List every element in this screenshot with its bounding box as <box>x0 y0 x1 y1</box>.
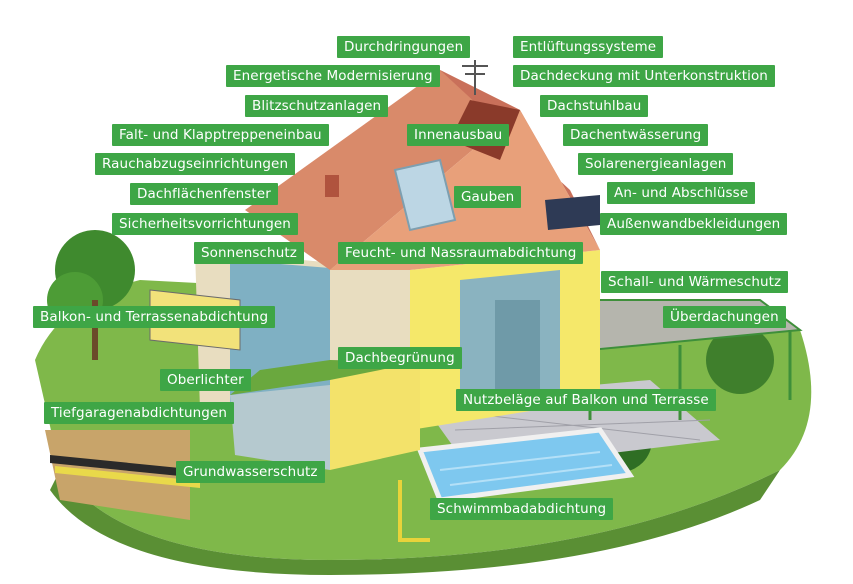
lawn-shade <box>50 470 780 575</box>
label-balkon-terrassenabdichtung: Balkon- und Terrassenabdichtung <box>33 306 276 328</box>
garage-sealing <box>50 455 200 478</box>
label-solarenergie: Solarenergieanlagen <box>578 153 734 175</box>
label-nutzbelaege: Nutzbeläge auf Balkon und Terrasse <box>456 389 716 411</box>
dormer <box>393 158 457 232</box>
roof-left <box>245 70 520 270</box>
label-energetische-modernisierung: Energetische Modernisierung <box>226 65 440 87</box>
label-innenausbau: Innenausbau <box>407 124 510 146</box>
label-ueberdachungen: Überdachungen <box>663 306 786 328</box>
label-entlueftungssysteme: Entlüftungssysteme <box>513 36 664 58</box>
label-sonnenschutz: Sonnenschutz <box>194 242 304 264</box>
tree-right <box>706 326 774 394</box>
label-falt-klapptreppe: Falt- und Klapptreppeneinbau <box>112 124 329 146</box>
label-dachstuhlbau: Dachstuhlbau <box>540 95 649 117</box>
label-schall-waermeschutz: Schall- und Wärmeschutz <box>601 271 789 293</box>
label-an-abschluesse: An- und Abschlüsse <box>607 182 756 204</box>
label-tiefgaragenabdichtungen: Tiefgaragenabdichtungen <box>44 402 235 424</box>
label-dachbegruenung: Dachbegrünung <box>338 347 462 369</box>
garage-sealing-yellow <box>55 466 200 488</box>
solar-panel <box>545 195 600 230</box>
label-feucht-nassraum: Feucht- und Nassraumabdichtung <box>338 242 584 264</box>
label-gauben: Gauben <box>454 186 522 208</box>
label-schwimmbadabdichtung: Schwimmbadabdichtung <box>430 498 614 520</box>
label-blitzschutzanlagen: Blitzschutzanlagen <box>245 95 389 117</box>
label-dachflaechenfenster: Dachflächenfenster <box>130 183 278 205</box>
label-dachdeckung: Dachdeckung mit Unterkonstruktion <box>513 65 775 87</box>
label-rauchabzug: Rauchabzugseinrichtungen <box>95 153 296 175</box>
label-sicherheitsvorrichtungen: Sicherheitsvorrichtungen <box>112 213 298 235</box>
label-durchdringungen: Durchdringungen <box>337 36 471 58</box>
label-aussenwandbekleidungen: Außenwandbekleidungen <box>600 213 788 235</box>
label-dachentwaesserung: Dachentwässerung <box>563 124 709 146</box>
annex <box>330 360 420 470</box>
label-grundwasserschutz: Grundwasserschutz <box>176 461 325 483</box>
label-oberlichter: Oberlichter <box>160 369 251 391</box>
